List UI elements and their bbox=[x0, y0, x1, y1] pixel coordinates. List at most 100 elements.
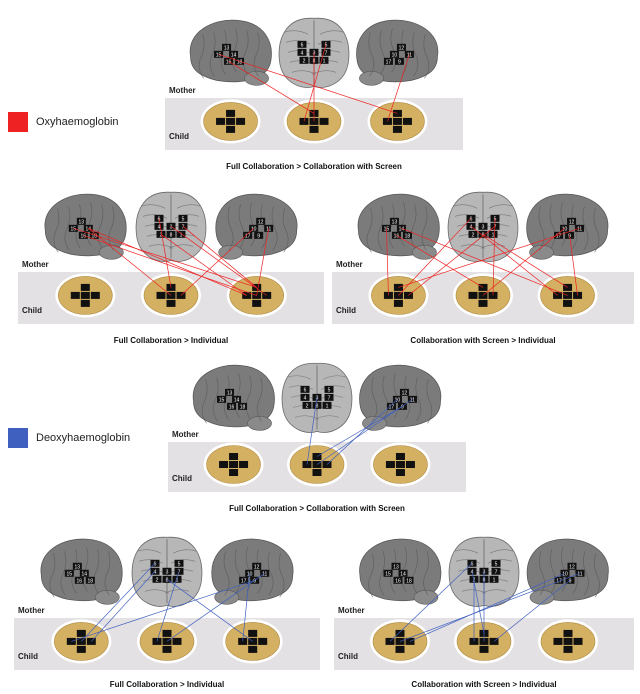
child-front-brain-channel-1 bbox=[162, 629, 172, 637]
child-right-brain-channel-1 bbox=[395, 453, 405, 460]
svg-text:2: 2 bbox=[472, 233, 475, 239]
mother-label: Mother bbox=[169, 86, 196, 95]
child-left-brain bbox=[203, 442, 264, 487]
child-front-brain-channel-4 bbox=[319, 117, 329, 125]
child-left-brain-channel-5 bbox=[76, 645, 86, 653]
child-left-brain bbox=[200, 99, 261, 144]
connection-line bbox=[398, 218, 472, 296]
svg-text:8: 8 bbox=[316, 404, 319, 410]
svg-text:12: 12 bbox=[254, 564, 260, 570]
svg-text:17: 17 bbox=[241, 578, 247, 584]
svg-text:1: 1 bbox=[326, 404, 329, 410]
svg-text:13: 13 bbox=[75, 564, 81, 570]
svg-text:9: 9 bbox=[398, 60, 401, 66]
child-left-brain bbox=[55, 273, 116, 318]
svg-text:2: 2 bbox=[306, 404, 309, 410]
svg-text:16: 16 bbox=[394, 234, 400, 240]
mother-right-brain-channel-9: 9 bbox=[394, 57, 404, 66]
svg-text:6: 6 bbox=[470, 217, 473, 223]
connection-line bbox=[83, 234, 257, 296]
panel-oxy-full-vs-screen: MotherChild131514161865437281121110917 bbox=[165, 14, 463, 150]
connection-line bbox=[242, 573, 251, 642]
connection-line bbox=[156, 571, 180, 642]
svg-text:8: 8 bbox=[170, 233, 173, 239]
svg-text:11: 11 bbox=[577, 571, 582, 577]
mother-label: Mother bbox=[336, 260, 363, 269]
svg-text:15: 15 bbox=[71, 227, 77, 233]
svg-text:3: 3 bbox=[482, 225, 485, 231]
svg-text:2: 2 bbox=[160, 233, 163, 239]
child-right-brain-channel-3 bbox=[392, 117, 402, 125]
connection-line bbox=[303, 44, 327, 122]
svg-text:13: 13 bbox=[393, 564, 399, 570]
svg-text:4: 4 bbox=[304, 396, 307, 402]
svg-text:14: 14 bbox=[231, 53, 237, 59]
mother-left-brain-channel-13: 13 bbox=[222, 43, 232, 52]
mother-label: Mother bbox=[22, 260, 49, 269]
svg-text:18: 18 bbox=[406, 578, 412, 584]
mother-front-brain-channel-5: 5 bbox=[178, 214, 188, 223]
caption-deoxy-full-vs-individual: Full Collaboration > Individual bbox=[109, 680, 225, 689]
caption-deoxy-screen-vs-individual: Collaboration with Screen > Individual bbox=[411, 680, 557, 689]
panel-deoxy-full-vs-individual: MotherChild131514161865437281121110917 bbox=[14, 532, 320, 670]
svg-text:15: 15 bbox=[385, 571, 391, 577]
child-left-brain-channel-1 bbox=[80, 283, 90, 291]
connection-line bbox=[389, 563, 473, 642]
diagram-svg: 131514161865437281121110917 bbox=[189, 17, 439, 144]
child-front-brain-channel-2 bbox=[152, 637, 162, 645]
mother-left-brain-channel-18: 18 bbox=[85, 576, 95, 584]
child-left-brain-channel-5 bbox=[226, 125, 236, 133]
child-front-brain-channel-3 bbox=[479, 637, 489, 645]
child-left-brain-channel-4 bbox=[405, 637, 415, 645]
mother-front-brain-channel-1: 1 bbox=[488, 230, 498, 239]
mother-front-brain-channel-7: 7 bbox=[324, 393, 334, 402]
svg-text:17: 17 bbox=[386, 60, 392, 66]
child-label: Child bbox=[22, 306, 42, 315]
mother-left-brain-channel-18: 18 bbox=[402, 231, 412, 240]
child-front-brain-channel-2 bbox=[156, 291, 166, 299]
svg-text:16: 16 bbox=[395, 578, 401, 584]
mother-right-brain-channel-12: 12 bbox=[567, 562, 577, 570]
svg-text:5: 5 bbox=[328, 388, 331, 394]
svg-text:18: 18 bbox=[405, 234, 411, 240]
svg-text:1: 1 bbox=[176, 577, 179, 583]
svg-text:3: 3 bbox=[170, 225, 173, 231]
mother-left-brain-channel-13: 13 bbox=[389, 217, 399, 226]
connection-line bbox=[81, 563, 156, 642]
diagram-svg: 131514161865437281121110917 bbox=[359, 536, 609, 664]
mother-right-brain-channel-17: 17 bbox=[554, 576, 564, 584]
child-left-brain-channel-1 bbox=[226, 109, 236, 117]
connection-line bbox=[306, 397, 318, 465]
connection-line bbox=[228, 61, 315, 114]
mother-label: Mother bbox=[18, 606, 45, 615]
child-right-brain-channel-4 bbox=[573, 637, 583, 645]
mother-right-brain-channel-10: 10 bbox=[392, 395, 402, 404]
child-right-brain-channel-5 bbox=[563, 645, 573, 653]
child-left-brain-channel-2 bbox=[70, 291, 80, 299]
connection-line bbox=[492, 218, 496, 296]
svg-text:16: 16 bbox=[229, 405, 235, 411]
panel-oxy-screen-vs-individual: MotherChild131514161865437281121110917 bbox=[332, 188, 634, 324]
mother-front-brain-channel-1: 1 bbox=[489, 575, 499, 583]
mother-left-brain-channel-16: 16 bbox=[393, 576, 403, 584]
connection-line bbox=[326, 399, 398, 465]
svg-text:4: 4 bbox=[154, 569, 157, 575]
svg-text:1: 1 bbox=[180, 233, 183, 239]
svg-text:14: 14 bbox=[86, 227, 92, 233]
connection-line bbox=[158, 218, 172, 288]
child-right-brain-channel-5 bbox=[248, 645, 258, 653]
child-right-brain-channel-5 bbox=[395, 469, 405, 476]
mother-front-brain-channel-1: 1 bbox=[176, 230, 186, 239]
svg-text:5: 5 bbox=[325, 43, 328, 49]
svg-text:13: 13 bbox=[224, 46, 230, 52]
mother-left-brain-channel-15: 15 bbox=[217, 395, 227, 404]
svg-text:13: 13 bbox=[79, 220, 85, 226]
svg-text:8: 8 bbox=[166, 577, 169, 583]
